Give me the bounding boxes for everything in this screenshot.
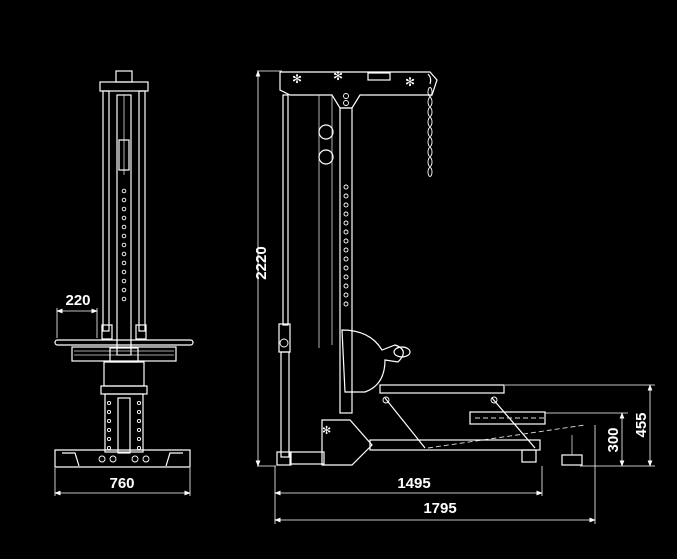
- seat: [379, 384, 505, 394]
- hole: [121, 242, 127, 248]
- base-rail: [369, 439, 541, 451]
- gear-icon: ✻: [405, 75, 415, 89]
- hole: [136, 409, 142, 415]
- hole: [121, 296, 127, 302]
- dimension-seat-low: 300: [605, 427, 622, 452]
- hole: [343, 256, 349, 262]
- hole: [106, 427, 112, 433]
- upright-column: [339, 107, 353, 414]
- hole: [106, 436, 112, 442]
- dimension-total-length: 1795: [423, 500, 456, 517]
- weight-carriage: [118, 139, 130, 171]
- side-view: ✻ ✻ ✻ ✻ 2220: [253, 69, 655, 524]
- right-guide-rod: [138, 90, 146, 332]
- hole: [343, 229, 349, 235]
- hole: [121, 233, 127, 239]
- left-guide-rod: [102, 90, 110, 332]
- hole: [106, 418, 112, 424]
- gear-icon: ✻: [322, 424, 331, 437]
- hole: [121, 251, 127, 257]
- chain-link: [427, 87, 433, 97]
- hole: [136, 427, 142, 433]
- hole: [343, 238, 349, 244]
- pulley: [318, 124, 334, 140]
- hole: [343, 211, 349, 217]
- hole: [136, 400, 142, 406]
- hole: [106, 445, 112, 451]
- hole: [121, 215, 127, 221]
- hole: [343, 265, 349, 271]
- chain-link: [427, 147, 433, 157]
- hole: [121, 269, 127, 275]
- dimension-base-length: 1495: [397, 475, 430, 492]
- dimension-height: 2220: [253, 246, 270, 279]
- gear-icon: ✻: [292, 72, 302, 86]
- hole: [106, 400, 112, 406]
- hole: [136, 436, 142, 442]
- hole: [121, 278, 127, 284]
- chain-link: [427, 137, 433, 147]
- hole: [136, 418, 142, 424]
- hole: [343, 301, 349, 307]
- base-plate: [321, 419, 373, 466]
- hole: [121, 287, 127, 293]
- lever-arm: [341, 329, 404, 393]
- hole: [121, 206, 127, 212]
- chain-link: [427, 117, 433, 127]
- gear-icon: ✻: [333, 69, 343, 83]
- hole: [343, 247, 349, 253]
- chain-link: [427, 127, 433, 137]
- hole: [121, 188, 127, 194]
- pulley: [318, 149, 334, 165]
- dimension-width: 760: [109, 475, 134, 492]
- hole: [343, 292, 349, 298]
- hole: [121, 197, 127, 203]
- hole: [343, 193, 349, 199]
- hole: [343, 283, 349, 289]
- front-view: 220 760: [54, 70, 194, 496]
- hole: [343, 184, 349, 190]
- hole: [136, 445, 142, 451]
- hole: [343, 202, 349, 208]
- hole: [343, 274, 349, 280]
- chain-link: [427, 167, 433, 177]
- chain-link: [427, 107, 433, 117]
- hole: [106, 409, 112, 415]
- hole: [343, 220, 349, 226]
- hole: [121, 260, 127, 266]
- dimension-seat-high: 455: [633, 412, 650, 437]
- dimension-bar-offset: 220: [65, 292, 90, 309]
- chain-link: [427, 157, 433, 167]
- chain-link: [427, 97, 433, 107]
- barbell: [54, 339, 194, 346]
- hole: [121, 224, 127, 230]
- chain: [427, 87, 433, 177]
